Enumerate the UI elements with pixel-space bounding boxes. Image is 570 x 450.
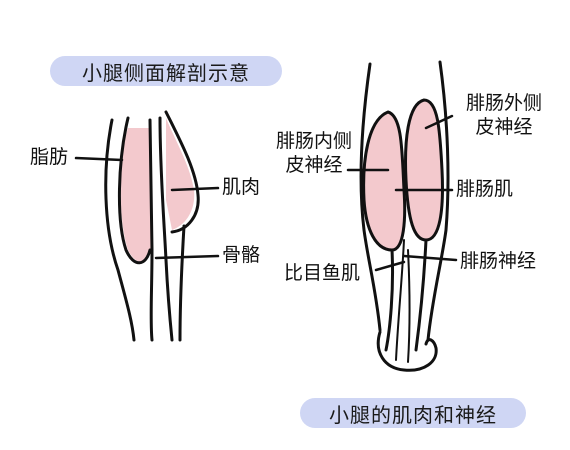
achilles-outline-right: [414, 238, 428, 352]
gastrocnemius-lateral-head: [404, 98, 444, 242]
heel-outline: [376, 330, 438, 372]
back-pointer-lines: [346, 114, 458, 272]
side-bone-outline: [148, 118, 154, 342]
back-leg-outline-right: [426, 60, 450, 342]
label-medial-nerve-line1: 腓肠内侧: [275, 130, 352, 152]
side-bone-outline-2: [158, 116, 174, 342]
label-sural-nerve: 腓肠神经: [460, 250, 537, 272]
side-view-title: 小腿侧面解剖示意: [50, 56, 282, 86]
label-bone: 骨骼: [222, 244, 261, 266]
label-soleus: 比目鱼肌: [284, 262, 361, 284]
side-shin-outline: [164, 110, 200, 234]
sural-nerve-path: [395, 239, 405, 361]
back-view-title: 小腿的肌肉和神经: [300, 398, 526, 428]
side-front-muscle: [166, 118, 195, 230]
label-muscle: 肌肉: [222, 176, 261, 198]
pointer-fat: [74, 156, 124, 162]
pointer-bone: [154, 254, 220, 260]
label-gastrocnemius: 腓肠肌: [456, 178, 514, 200]
gastrocnemius-medial-head: [362, 110, 407, 252]
label-lateral-nerve-line1: 腓肠外侧: [465, 92, 542, 114]
pointer-lateral-nerve: [424, 114, 454, 130]
side-calf-muscle: [120, 128, 152, 262]
label-lateral-nerve-line2: 皮神经: [475, 115, 533, 138]
side-shin-lower: [178, 224, 186, 342]
side-muscle-outline: [117, 116, 152, 265]
side-pointer-lines: [74, 156, 220, 260]
back-view-leg: [359, 60, 450, 372]
label-fat: 脂肪: [30, 146, 69, 168]
side-view-leg: [104, 110, 200, 342]
back-leg-outline-left: [359, 62, 382, 332]
label-lateral-nerve: 腓肠外侧 皮神经: [456, 92, 552, 140]
pointer-soleus: [374, 260, 406, 272]
achilles-outline-left: [384, 248, 395, 352]
pointer-sural-nerve: [402, 254, 458, 262]
pointer-muscle: [170, 186, 220, 192]
label-medial-nerve-line2: 皮神经: [285, 153, 343, 176]
sural-nerve-branch: [407, 249, 411, 363]
label-medial-nerve: 腓肠内侧 皮神经: [268, 130, 360, 178]
